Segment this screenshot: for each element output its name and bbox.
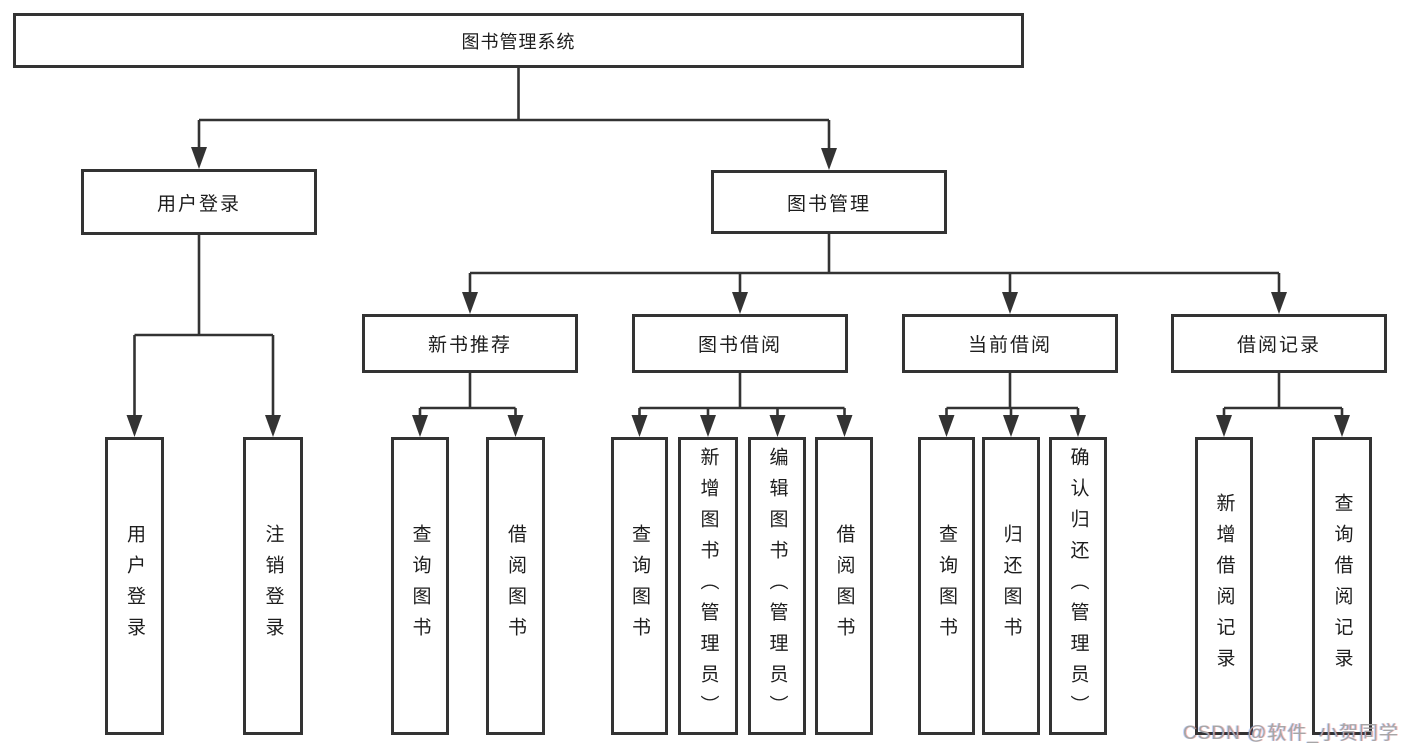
leaf-br-add-record-label: 新增借阅记录	[1213, 493, 1235, 679]
node-new-book-rec: 新书推荐	[362, 314, 578, 373]
leaf-cb-confirm-return-label: 确认归还（管理员）	[1067, 446, 1089, 726]
node-book-borrow: 图书借阅	[632, 314, 848, 373]
node-current-borrow: 当前借阅	[902, 314, 1118, 373]
leaf-bb-borrow-books-label: 借阅图书	[833, 524, 855, 648]
node-new-book-rec-label: 新书推荐	[427, 335, 512, 356]
connector-book-mgmt-to-level3	[462, 234, 1287, 314]
leaf-cb-return-books: 归还图书	[982, 437, 1040, 735]
node-user-login: 用户登录	[81, 169, 317, 235]
connector-root-to-level2	[191, 68, 837, 170]
leaf-cb-confirm-return: 确认归还（管理员）	[1049, 437, 1107, 735]
leaf-cb-query-books: 查询图书	[918, 437, 975, 735]
connector-new-book-rec-to-leaves	[412, 373, 524, 437]
leaf-bb-query-books-label: 查询图书	[629, 524, 650, 648]
connector-book-borrow-to-leaves	[631, 373, 853, 437]
leaf-user-login: 用户登录	[105, 437, 164, 735]
leaf-nbr-query-books-label: 查询图书	[409, 524, 431, 648]
leaf-bb-add-books: 新增图书（管理员）	[678, 437, 738, 735]
leaf-bb-edit-books: 编辑图书（管理员）	[748, 437, 806, 735]
leaf-br-query-record: 查询借阅记录	[1312, 437, 1372, 735]
leaf-br-query-record-label: 查询借阅记录	[1331, 493, 1353, 679]
leaf-cb-query-books-label: 查询图书	[936, 524, 957, 648]
connector-current-borrow-to-leaves	[938, 373, 1086, 437]
leaf-nbr-borrow-books: 借阅图书	[486, 437, 545, 735]
csdn-watermark: CSDN @软件_小贺同学	[1183, 723, 1399, 744]
leaf-user-login-label: 用户登录	[124, 524, 145, 648]
node-borrow-record: 借阅记录	[1171, 314, 1387, 373]
node-book-borrow-label: 图书借阅	[697, 335, 782, 356]
node-root-label: 图书管理系统	[461, 31, 576, 52]
node-borrow-record-label: 借阅记录	[1236, 335, 1321, 356]
leaf-cb-return-books-label: 归还图书	[1000, 524, 1022, 648]
leaf-nbr-borrow-books-label: 借阅图书	[505, 524, 526, 648]
node-book-mgmt: 图书管理	[711, 170, 947, 234]
leaf-logout: 注销登录	[243, 437, 303, 735]
connector-user-login-to-leaves	[126, 235, 281, 437]
leaf-bb-query-books: 查询图书	[611, 437, 668, 735]
leaf-bb-borrow-books: 借阅图书	[815, 437, 873, 735]
connector-borrow-record-to-leaves	[1216, 373, 1350, 437]
leaf-logout-label: 注销登录	[262, 524, 284, 648]
node-current-borrow-label: 当前借阅	[967, 335, 1052, 356]
leaf-bb-edit-books-label: 编辑图书（管理员）	[766, 446, 788, 726]
node-user-login-label: 用户登录	[156, 193, 241, 215]
leaf-br-add-record: 新增借阅记录	[1195, 437, 1253, 735]
leaf-bb-add-books-label: 新增图书（管理员）	[697, 446, 719, 726]
leaf-nbr-query-books: 查询图书	[391, 437, 449, 735]
node-book-mgmt-label: 图书管理	[786, 193, 871, 215]
node-root: 图书管理系统	[13, 13, 1024, 68]
